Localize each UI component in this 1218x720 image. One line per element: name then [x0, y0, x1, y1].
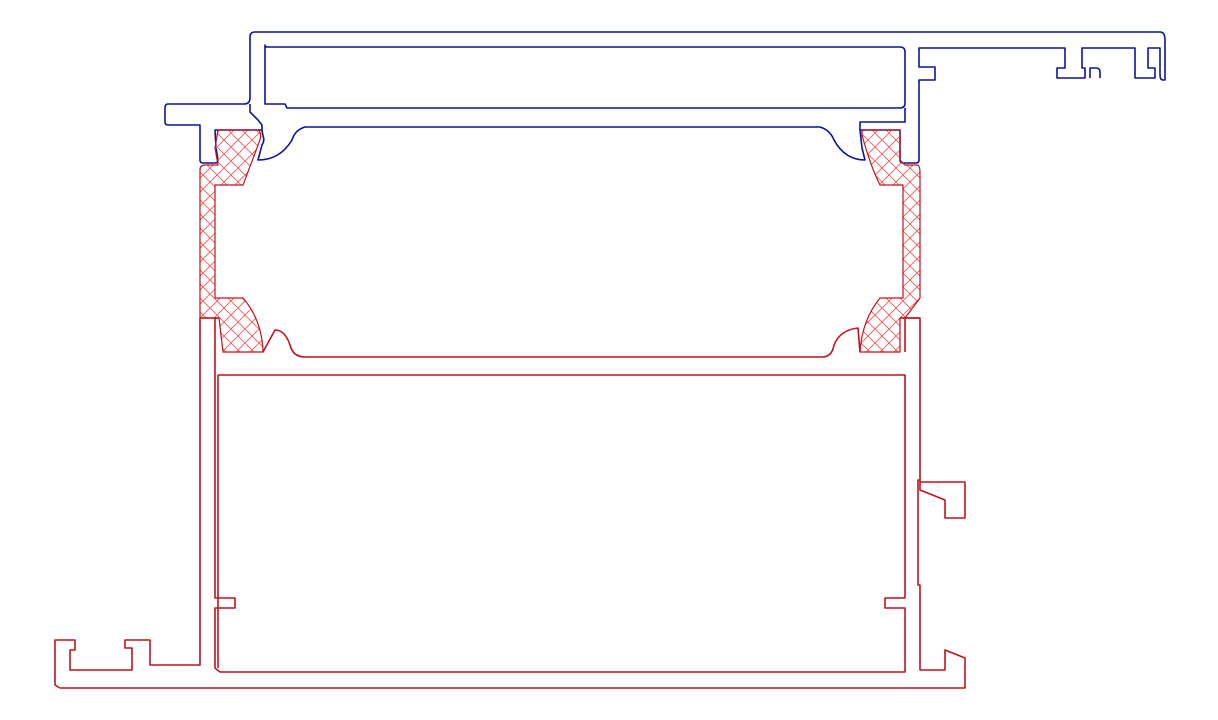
thermal-break-right — [859, 129, 921, 353]
upper-profile — [164, 31, 1166, 164]
lower-profile-outer-contour — [54, 317, 966, 689]
upper-profile-inner-chamber — [264, 44, 906, 109]
lower-profile-left-wall — [214, 318, 906, 673]
upper-profile-web — [249, 104, 263, 130]
lower-profile — [54, 317, 966, 689]
lower-profile-top-web — [262, 327, 861, 358]
upper-profile-outer-contour — [164, 31, 1166, 164]
thermal-break-left — [199, 129, 264, 353]
upper-profile-web-right — [859, 108, 906, 130]
thermal-breaks — [199, 129, 921, 353]
upper-profile-hook — [1089, 67, 1101, 78]
